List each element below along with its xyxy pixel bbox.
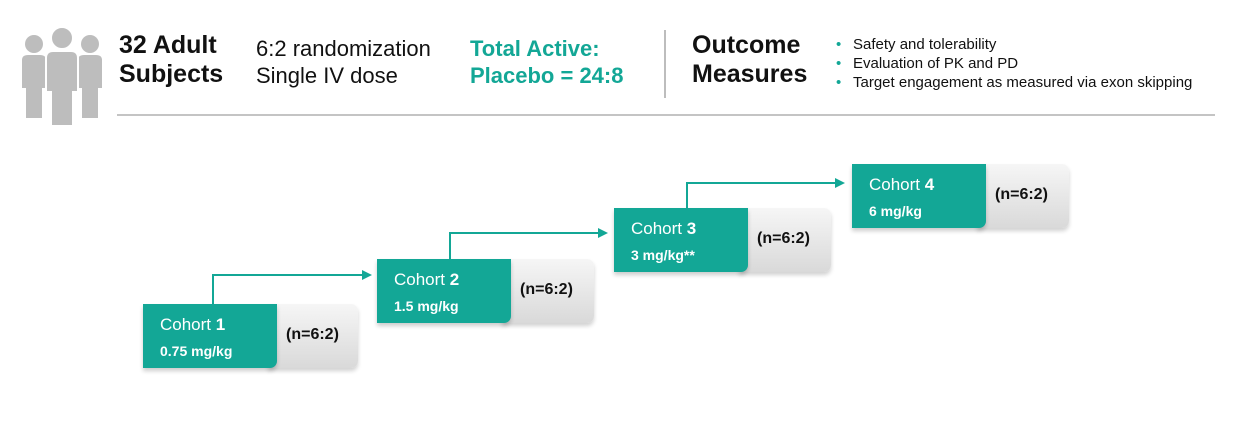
outcome-item: • Evaluation of PK and PD [836,54,1192,73]
cohort-dose-panel: Cohort 3 3 mg/kg** [614,208,748,272]
header-rule [117,114,1215,116]
cohort-size-panel [977,164,1069,228]
cohort-title: Cohort 4 [869,175,934,195]
bullet-dot: • [836,36,842,53]
outcome-line-1: Outcome [692,31,801,59]
people-group-icon [22,26,102,127]
cohort-size: (n=6:2) [757,230,810,247]
cohort-4-box: Cohort 4 6 mg/kg (n=6:2) [852,164,1069,228]
subjects-line-2: Subjects [119,60,224,88]
active-placebo-ratio: Total Active: Placebo = 24:8 [470,35,623,89]
cohort-label: Cohort [160,315,212,334]
outcome-line-2: Measures [692,60,808,88]
cohort-size: (n=6:2) [995,186,1048,203]
cohort-dose: 3 mg/kg** [631,247,695,263]
arrow-cohort-2-to-3 [449,228,608,260]
cohort-number: 3 [686,219,697,238]
cohort-size-panel [268,304,358,368]
outcome-measures-heading: Outcome Measures [692,31,807,89]
subjects-count: 32 Adult Subjects [119,31,223,89]
cohort-dose: 1.5 mg/kg [394,298,459,314]
cohort-2-box: Cohort 2 1.5 mg/kg (n=6:2) [377,259,594,323]
cohort-1-box: Cohort 1 0.75 mg/kg (n=6:2) [143,304,358,368]
outcome-item: • Target engagement as measured via exon … [836,73,1192,92]
bullet-dot: • [836,74,842,91]
cohort-3-box: Cohort 3 3 mg/kg** (n=6:2) [614,208,831,272]
outcome-item-text: Safety and tolerability [853,36,997,53]
arrow-cohort-3-to-4 [686,178,845,209]
cohort-label: Cohort [394,270,446,289]
outcome-item-text: Evaluation of PK and PD [853,55,1019,72]
outcome-item: • Safety and tolerability [836,35,1192,54]
cohort-size: (n=6:2) [520,281,573,298]
cohort-size: (n=6:2) [286,326,339,343]
cohort-label: Cohort [869,175,921,194]
cohort-number: 4 [924,175,935,194]
cohort-title: Cohort 1 [160,315,225,335]
cohort-size-panel [739,208,831,272]
cohort-number: 1 [215,315,226,334]
cohort-number: 2 [449,270,460,289]
cohort-label: Cohort [631,219,683,238]
subjects-line-1: 32 Adult [119,31,217,59]
outcome-item-text: Target engagement as measured via exon s… [853,74,1193,91]
randomization-line-2: Single IV dose [256,63,398,88]
arrow-cohort-1-to-2 [212,270,372,304]
cohort-title: Cohort 2 [394,270,459,290]
cohort-dose-panel: Cohort 4 6 mg/kg [852,164,986,228]
randomization-info: 6:2 randomization Single IV dose [256,35,431,89]
cohort-dose: 0.75 mg/kg [160,343,233,359]
cohort-dose-panel: Cohort 2 1.5 mg/kg [377,259,511,323]
header-divider [664,30,666,98]
cohort-size-panel [502,259,594,323]
ratio-line-2: Placebo = 24:8 [470,63,624,88]
randomization-line-1: 6:2 randomization [256,36,431,61]
ratio-line-1: Total Active: [470,36,600,61]
cohort-title: Cohort 3 [631,219,696,239]
bullet-dot: • [836,55,842,72]
outcome-measures-list: • Safety and tolerability • Evaluation of … [836,35,1192,92]
cohort-dose-panel: Cohort 1 0.75 mg/kg [143,304,277,368]
cohort-dose: 6 mg/kg [869,203,922,219]
